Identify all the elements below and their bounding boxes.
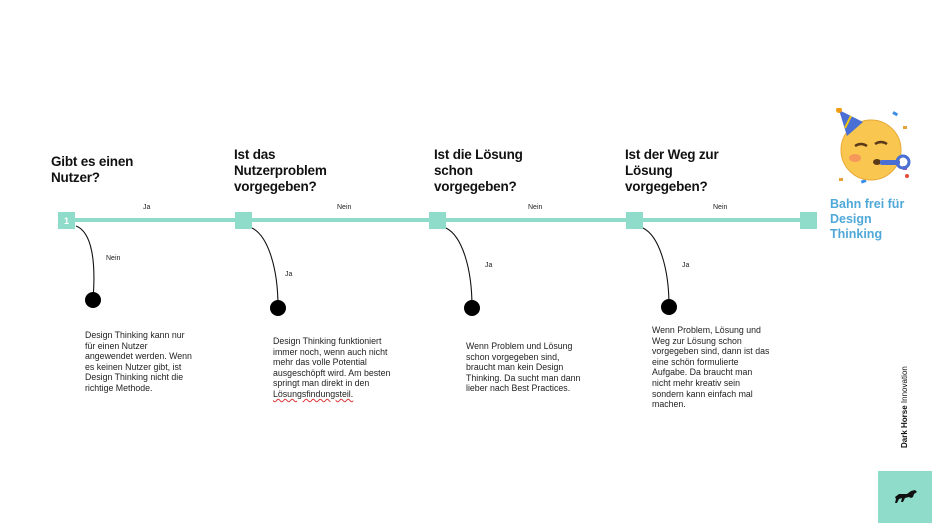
brand-logo-box xyxy=(878,471,932,523)
branch-label-4: Ja xyxy=(682,262,690,269)
brand-suffix: Innovation xyxy=(900,366,909,404)
branch-label-3: Ja xyxy=(485,262,493,269)
timeline-node-1: 1 xyxy=(58,212,75,229)
question-4: Ist der Weg zur Lösung vorgegeben? xyxy=(625,147,719,194)
description-2-text: Design Thinking funktioniert immer noch,… xyxy=(273,336,391,399)
description-2: Design Thinking funktioniert immer noch,… xyxy=(273,336,391,400)
branch-label-2: Ja xyxy=(285,271,293,278)
final-label: Bahn frei für Design Thinking xyxy=(830,197,905,241)
branch-dot-2 xyxy=(270,300,286,316)
branch-dot-4 xyxy=(661,299,677,315)
branch-connector-3 xyxy=(445,227,473,308)
branch-connector-1 xyxy=(75,225,95,300)
question-2: Ist das Nutzerproblem vorgegeben? xyxy=(234,147,327,194)
branch-connector-4 xyxy=(642,227,670,307)
description-3: Wenn Problem und Lösung schon vorgegeben… xyxy=(466,341,581,394)
branch-connector-2 xyxy=(251,227,279,308)
edge-label-3: Nein xyxy=(528,204,543,211)
timeline-node-4 xyxy=(626,212,643,229)
branch-dot-1 xyxy=(85,292,101,308)
edge-label-2: Nein xyxy=(337,204,352,211)
description-4: Wenn Problem, Lösung und Weg zur Lösung … xyxy=(652,325,770,410)
spellcheck-word: Lösungsfindungsteil. xyxy=(273,388,354,399)
brand-name: Dark Horse xyxy=(900,405,909,448)
description-1: Design Thinking kann nur für einen Nutze… xyxy=(85,330,192,393)
question-3: Ist die Lösung schon vorgegeben? xyxy=(434,147,523,194)
timeline-node-2 xyxy=(235,212,252,229)
edge-label-4: Nein xyxy=(713,204,728,211)
timeline-node-3 xyxy=(429,212,446,229)
edge-label-1: Ja xyxy=(143,204,151,211)
step-number: 1 xyxy=(63,215,69,226)
branch-label-1: Nein xyxy=(106,255,121,262)
brand-vertical-label: Dark Horse Innovation xyxy=(900,366,909,448)
timeline-node-end xyxy=(800,212,817,229)
branch-dot-3 xyxy=(464,300,480,316)
party-face-icon xyxy=(836,108,911,184)
horse-icon xyxy=(895,490,917,503)
question-1: Gibt es einen Nutzer? xyxy=(51,154,134,185)
